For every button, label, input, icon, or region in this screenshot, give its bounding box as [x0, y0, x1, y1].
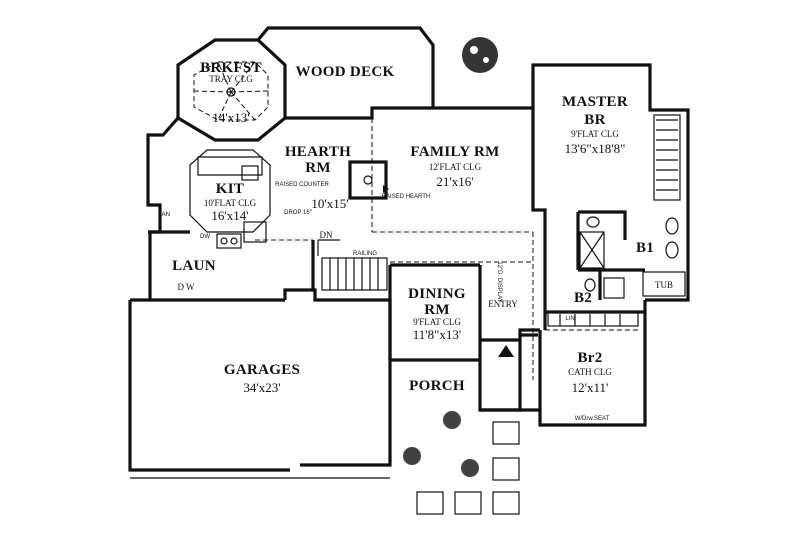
hearth-name-line2: RM: [305, 160, 331, 176]
washer-dryer-label: D W: [177, 282, 195, 292]
bedroom2-size: 12'x11': [572, 380, 609, 395]
stairway: [317, 239, 388, 291]
dining-name-line2: RM: [424, 302, 450, 318]
hearth-size: 10'x15': [311, 196, 348, 211]
kitchen-counters: [189, 149, 271, 249]
bath2-name: B2: [574, 290, 592, 306]
master-name-line1: MASTER: [562, 94, 628, 110]
railing-label: RAILING: [353, 251, 377, 257]
dishwasher-label: DW: [200, 234, 210, 240]
entry-name: ENTRY: [488, 299, 518, 309]
exterior-walls: [128, 26, 690, 472]
porch-pavers: [416, 421, 520, 515]
fireplace: [348, 160, 389, 200]
porch-name: PORCH: [409, 378, 465, 394]
bath-fixtures: [579, 216, 686, 299]
breakfast-size: 14'x13': [212, 110, 249, 125]
stairs-down-label: DN: [320, 230, 333, 240]
kitchen-ceiling: 10'FLAT CLG: [204, 198, 257, 208]
family-size: 21'x16': [436, 174, 473, 189]
family-ceiling: 12'FLAT CLG: [429, 162, 482, 172]
breakfast-name: BRKFST: [200, 60, 262, 76]
dining-name-line1: DINING: [408, 286, 466, 302]
bedroom2-name: Br2: [577, 350, 602, 366]
kitchen-size: 16'x14': [211, 208, 248, 223]
dining-ceiling: 9'FLAT CLG: [413, 317, 461, 327]
bedroom2-ceiling: CATH CLG: [568, 367, 612, 377]
dining-size: 11'8"x13': [413, 327, 462, 342]
deck-name: WOOD DECK: [296, 64, 395, 80]
garages-name: GARAGES: [224, 362, 300, 378]
bath1-name: B1: [636, 240, 654, 256]
pantry-label: PAN: [158, 212, 170, 218]
laundry-name: LAUN: [172, 258, 216, 274]
master-ceiling: 9'FLAT CLG: [571, 129, 619, 139]
breakfast-ceiling: TRAY CLG: [209, 74, 253, 84]
room-boundaries: [255, 118, 640, 380]
landscape-shrubs: [403, 37, 498, 477]
linen-label: LIN: [565, 316, 574, 322]
closet-hatching: [547, 114, 681, 327]
family-name: FAMILY RM: [410, 144, 499, 160]
drop-label: DROP 16": [284, 210, 312, 216]
raised-hearth-label: RAISED HEARTH: [382, 194, 431, 200]
tray-ceiling-pattern: [193, 61, 269, 121]
tub-label: TUB: [655, 280, 673, 290]
entry-arrow-icon: [498, 345, 514, 357]
kitchen-name: KIT: [216, 181, 244, 197]
master-name-line2: BR: [584, 112, 605, 128]
garages-size: 34'x23': [243, 380, 280, 395]
master-size: 13'6"x18'8": [565, 141, 626, 156]
raised-counter-label: RAISED COUNTER: [275, 182, 329, 188]
hearth-name-line1: HEARTH: [285, 144, 351, 160]
display-shelf-label: 12"D. DISPLAY: [496, 261, 502, 302]
window-seat-label: W/Drw.SEAT: [575, 416, 610, 422]
